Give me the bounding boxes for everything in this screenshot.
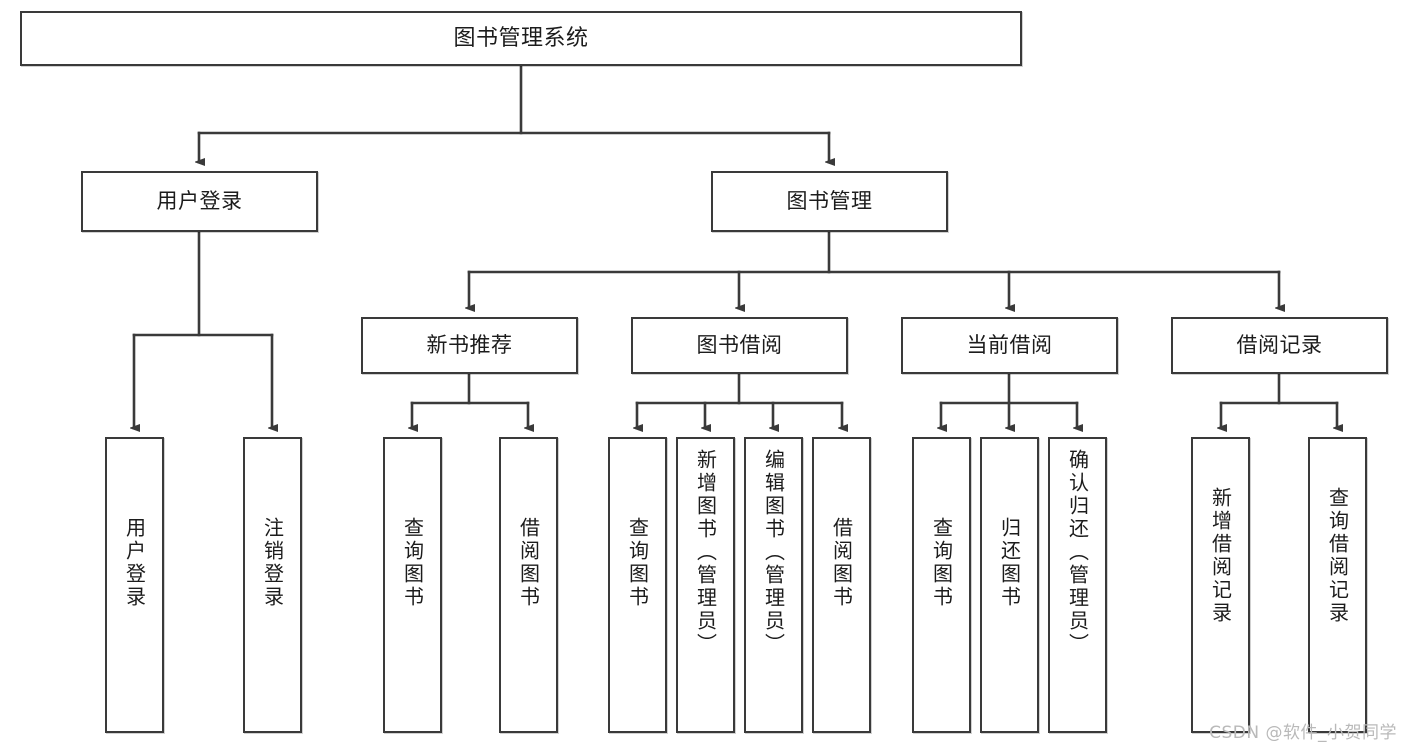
node-label: 用户登录	[156, 189, 243, 214]
leaf-borrow-record-query-record[interactable]: 查询借阅记录	[1308, 437, 1367, 733]
node-new-book-recommend[interactable]: 新书推荐	[361, 317, 578, 374]
leaf-current-borrow-confirm-return-admin[interactable]: 确认归还（管理员）	[1048, 437, 1107, 733]
node-user-login[interactable]: 用户登录	[81, 171, 318, 232]
leaf-current-borrow-return-book[interactable]: 归还图书	[980, 437, 1039, 733]
leaf-book-borrow-edit-book-admin[interactable]: 编辑图书（管理员）	[744, 437, 803, 733]
node-label: 新书推荐	[426, 333, 513, 358]
node-label: 编辑图书（管理员）	[761, 449, 786, 656]
node-book-management[interactable]: 图书管理	[711, 171, 948, 232]
node-label: 用户登录	[122, 517, 147, 609]
node-label: 图书借阅	[696, 333, 783, 358]
node-label: 图书管理系统	[453, 25, 589, 51]
node-label: 借阅记录	[1236, 333, 1323, 358]
leaf-user-login-logout[interactable]: 注销登录	[243, 437, 302, 733]
node-label: 借阅图书	[516, 517, 541, 609]
node-label: 归还图书	[997, 517, 1022, 609]
leaf-borrow-record-add-record[interactable]: 新增借阅记录	[1191, 437, 1250, 733]
leaf-book-borrow-query-book[interactable]: 查询图书	[608, 437, 667, 733]
node-label: 确认归还（管理员）	[1065, 449, 1090, 656]
node-label: 新增借阅记录	[1208, 487, 1233, 625]
node-label: 查询借阅记录	[1325, 487, 1350, 625]
node-label: 图书管理	[786, 189, 873, 214]
leaf-new-book-borrow-book[interactable]: 借阅图书	[499, 437, 558, 733]
node-root-book-management-system[interactable]: 图书管理系统	[20, 11, 1022, 66]
node-label: 当前借阅	[966, 333, 1053, 358]
node-label: 查询图书	[625, 517, 650, 609]
node-label: 新增图书（管理员）	[693, 449, 718, 656]
leaf-new-book-query-book[interactable]: 查询图书	[383, 437, 442, 733]
node-label: 查询图书	[929, 517, 954, 609]
leaf-current-borrow-query-book[interactable]: 查询图书	[912, 437, 971, 733]
node-label: 查询图书	[400, 517, 425, 609]
node-book-borrow[interactable]: 图书借阅	[631, 317, 848, 374]
node-label: 注销登录	[260, 517, 285, 609]
node-label: 借阅图书	[829, 517, 854, 609]
leaf-book-borrow-borrow-book[interactable]: 借阅图书	[812, 437, 871, 733]
leaf-user-login-login[interactable]: 用户登录	[105, 437, 164, 733]
leaf-book-borrow-add-book-admin[interactable]: 新增图书（管理员）	[676, 437, 735, 733]
node-borrow-record[interactable]: 借阅记录	[1171, 317, 1388, 374]
node-current-borrow[interactable]: 当前借阅	[901, 317, 1118, 374]
